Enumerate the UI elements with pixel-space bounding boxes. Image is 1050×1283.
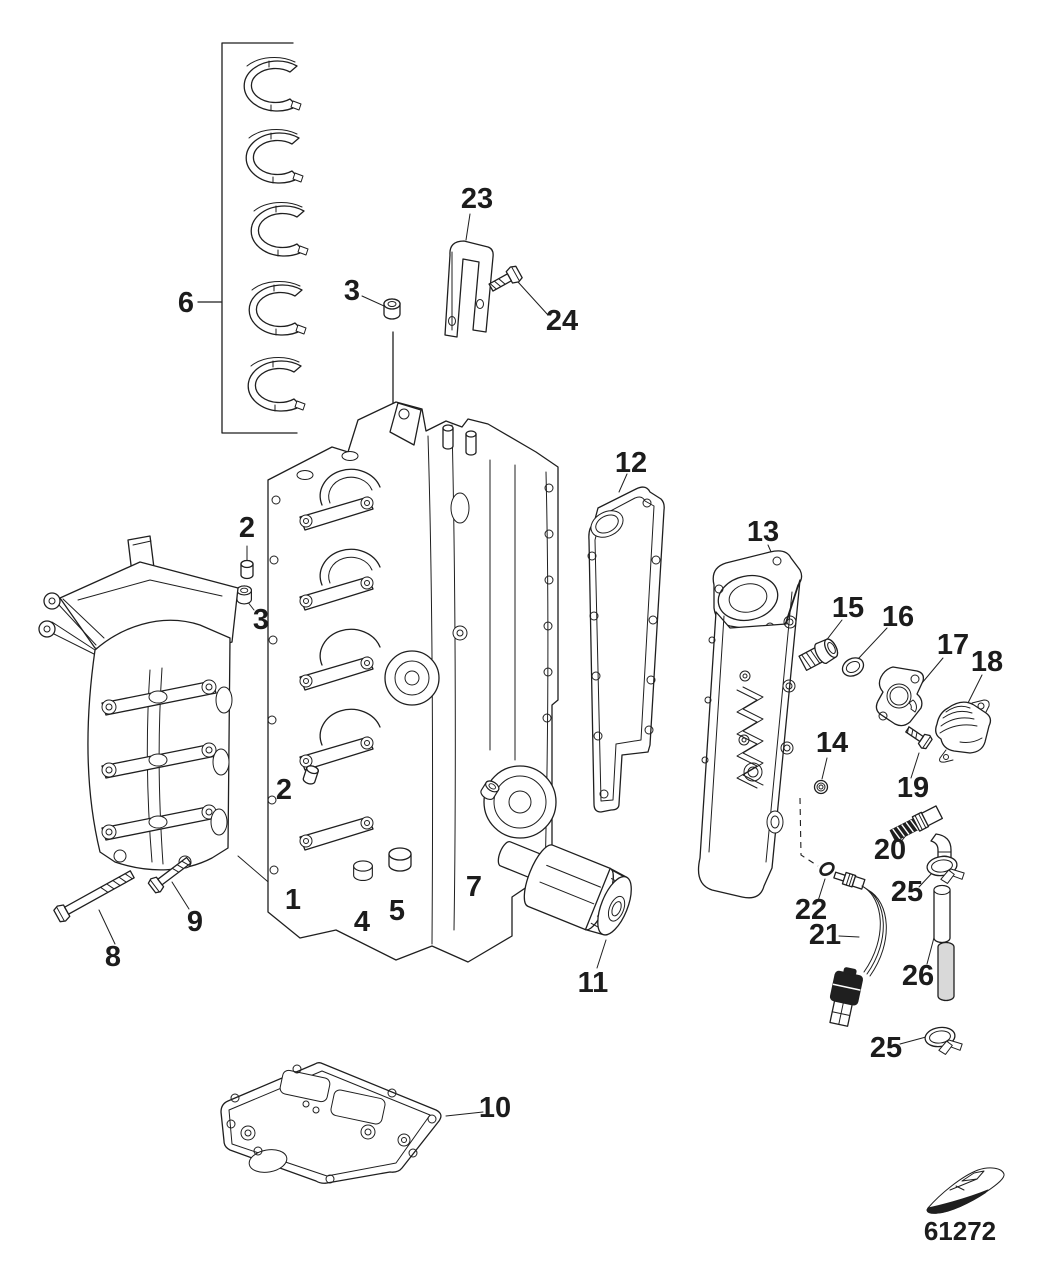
callout-25: 25	[870, 1032, 902, 1064]
callout-16: 16	[882, 601, 914, 633]
callout-24: 24	[546, 305, 578, 337]
drawing-number: 61272	[924, 1216, 996, 1246]
thermostat-cover-drawing	[935, 699, 992, 763]
base-gasket-drawing	[220, 1062, 442, 1184]
callout-21: 21	[809, 919, 841, 951]
speedboat-logo	[926, 1167, 1005, 1214]
flange-nut-drawing	[813, 779, 829, 795]
callout-2: 2	[239, 512, 255, 544]
oil-plug-drawing	[798, 638, 839, 671]
callout-22: 22	[795, 894, 827, 926]
bracket-bolt-drawing	[488, 265, 523, 292]
callout-7: 7	[466, 871, 482, 903]
callout-19: 19	[897, 772, 929, 804]
plug-cap-small-drawing	[353, 860, 373, 882]
callout-6: 6	[178, 287, 194, 319]
hose-clamp-lower-drawing	[923, 1024, 964, 1058]
callout-17: 17	[937, 629, 969, 661]
short-bolt-drawing	[147, 856, 192, 894]
callout-18: 18	[971, 646, 1003, 678]
dowel-pin-upper-drawing	[240, 559, 254, 580]
hose-clamp-upper-drawing	[925, 853, 966, 887]
callout-12: 12	[615, 447, 647, 479]
thermostat-gasket-drawing	[875, 666, 925, 727]
callout-8: 8	[105, 941, 121, 973]
callout-23: 23	[461, 183, 493, 215]
temp-sensor-drawing	[829, 871, 887, 1027]
crankcase-clamp-bars	[101, 679, 217, 841]
callout-5: 5	[389, 895, 405, 927]
plug-cap-large-drawing	[388, 847, 412, 872]
bushing-mid-drawing	[236, 585, 252, 605]
callout-26: 26	[902, 960, 934, 992]
callout-2: 2	[276, 774, 292, 806]
callout-15: 15	[832, 592, 864, 624]
main-bearing-set-drawing	[243, 56, 309, 412]
cover-bolt-drawing	[905, 726, 933, 750]
callout-11: 11	[578, 967, 609, 999]
cylinder-block-drawing	[267, 401, 559, 963]
callout-1: 1	[285, 884, 301, 916]
adapter-plate-drawing	[697, 550, 803, 899]
oil-filter-drawing	[523, 844, 632, 936]
crankcase-drawing	[38, 535, 239, 871]
o-ring-drawing	[819, 861, 835, 877]
callout-4: 4	[354, 906, 370, 938]
callout-9: 9	[187, 906, 203, 938]
hose-drawing	[933, 884, 955, 1002]
callout-3: 3	[253, 604, 269, 636]
seal-ring-drawing	[841, 657, 865, 677]
callout-20: 20	[874, 834, 906, 866]
flange-bolt-holes	[267, 483, 554, 875]
anode-bracket-drawing	[444, 240, 494, 338]
callout-6-bracket	[197, 42, 298, 434]
callout-13: 13	[747, 516, 779, 548]
callout-25: 25	[891, 876, 923, 908]
callout-14: 14	[816, 727, 848, 759]
callout-3: 3	[344, 275, 360, 307]
callout-10: 10	[479, 1092, 511, 1124]
bushing-upper-drawing	[383, 298, 401, 320]
bearing-saddles	[299, 468, 381, 851]
long-bolt-drawing	[53, 870, 135, 923]
exhaust-gasket-drawing	[587, 486, 665, 813]
